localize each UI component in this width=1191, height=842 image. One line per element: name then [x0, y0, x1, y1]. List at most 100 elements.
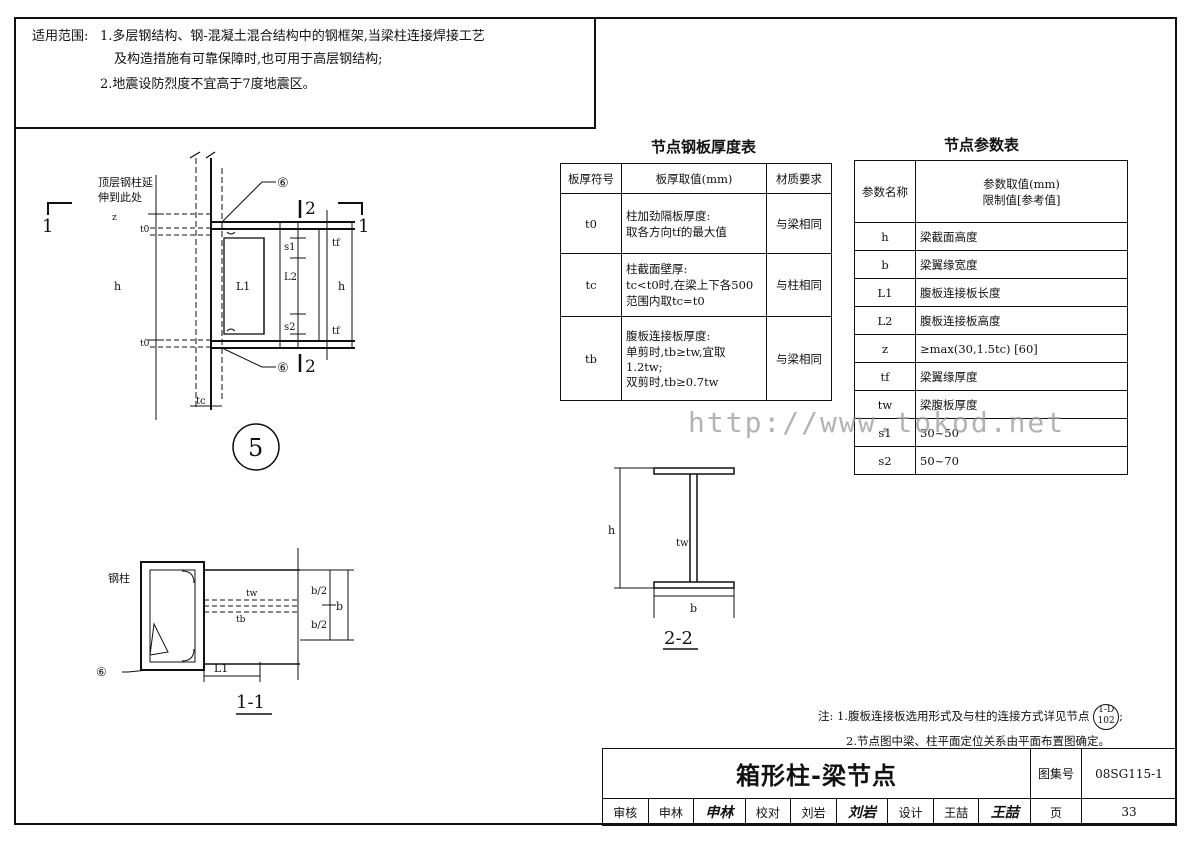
param-header-name: 参数名称	[854, 160, 916, 223]
page-label: 页	[1030, 798, 1082, 826]
plate-material: 与梁相同	[766, 316, 832, 401]
section-2-2	[614, 467, 735, 650]
d5-label-t0-bottom: t0	[140, 339, 150, 349]
scope-line-1: 1.多层钢结构、钢-混凝土混合结构中的钢框架,当梁柱连接焊接工艺	[100, 29, 485, 44]
plate-material: 与柱相同	[766, 253, 832, 317]
reviewer-signature: 申林	[693, 798, 746, 826]
checker-signature: 刘岩	[835, 798, 889, 826]
d5-label-L2: L2	[284, 272, 297, 283]
s11-label-L1: L1	[214, 662, 228, 675]
d5-cut2-top: 2	[305, 199, 316, 219]
plate-thickness-table: 板厚符号 板厚取值(mm) 材质要求 t0 柱加劲隔板厚度: 取各方向tf的最大…	[560, 163, 832, 401]
d5-label-t0-top: t0	[140, 225, 150, 235]
scope-line-3: 2.地震设防烈度不宜高于7度地震区。	[100, 77, 316, 92]
d5-label-z: z	[112, 213, 117, 223]
param-value: 梁截面高度	[915, 222, 1128, 251]
checker-name: 刘岩	[790, 798, 837, 826]
note-1-text: 1.腹板连接板选用形式及与柱的连接方式详见节点	[837, 709, 1090, 723]
d5-label-tf-top: tf	[332, 238, 341, 249]
s11-label-tw: tw	[246, 589, 258, 599]
s11-label-tb: tb	[236, 615, 246, 625]
plate-value-line: 取各方向tf的最大值	[626, 224, 727, 239]
drawing-title: 箱形柱-梁节点	[602, 748, 1031, 799]
param-name: s2	[854, 446, 916, 475]
title-block: 箱形柱-梁节点 图集号 08SG115-1 审核 申林 申林 校对 刘岩 刘岩 …	[602, 748, 1177, 826]
d5-mark-left: 1	[42, 216, 53, 237]
s22-label-tw: tw	[676, 538, 689, 549]
d5-label-s2: s2	[284, 322, 296, 333]
plate-value-line: 双剪时,tb≥0.7tw	[626, 374, 719, 389]
review-label: 审核	[602, 798, 649, 826]
s11-title: 1-1	[236, 692, 265, 713]
param-table-title: 节点参数表	[944, 136, 1020, 154]
plate-value-line: tc<t0时,在梁上下各500	[626, 278, 754, 292]
note-1-end: ;	[1119, 709, 1124, 723]
page-number: 33	[1081, 798, 1177, 826]
param-header-value: 参数取值(mm) 限制值[参考值]	[915, 160, 1128, 223]
plate-value-line: 1.2tw;	[626, 359, 663, 374]
param-value: 腹板连接板高度	[915, 306, 1128, 335]
s11-label-b: b	[336, 600, 343, 613]
atlas-number: 08SG115-1	[1081, 748, 1177, 799]
detail-5-elevation	[47, 151, 363, 471]
plate-value-line: 范围内取tc=t0	[626, 294, 705, 308]
param-value: 50~70	[915, 446, 1128, 475]
design-label: 设计	[887, 798, 934, 826]
d5-cut2-bottom: 2	[305, 357, 316, 377]
watermark-text: http://www.tokod.net	[688, 406, 1066, 439]
s11-column-label: 钢柱	[108, 571, 130, 585]
detail-ref-top: 1-D	[1098, 705, 1115, 715]
plate-value-line: 腹板连接板厚度:	[626, 328, 711, 343]
plate-symbol: tb	[560, 316, 622, 401]
d5-weld-top: ⑥	[277, 176, 289, 191]
plate-value: 柱加劲隔板厚度: 取各方向tf的最大值	[621, 193, 767, 254]
d5-label-s1: s1	[284, 242, 296, 253]
s11-label-b2-top: b/2	[311, 586, 327, 597]
param-value: 梁腹板厚度	[915, 390, 1128, 419]
scope-label: 适用范围:	[32, 29, 89, 44]
d5-mark-right: 1	[358, 216, 369, 237]
d5-label-tc: tc	[196, 396, 206, 407]
d5-node-number: 5	[248, 434, 263, 462]
d5-note-1: 顶层钢柱延	[98, 175, 153, 189]
designer-name: 王喆	[932, 798, 980, 826]
check-label: 校对	[744, 798, 792, 826]
param-name: tf	[854, 362, 916, 391]
plate-value-line: 单剪时,tb≥tw,宜取	[626, 344, 726, 359]
d5-label-h-left: h	[114, 280, 121, 293]
param-header-value-1: 参数取值(mm)	[983, 176, 1060, 191]
plate-value: 腹板连接板厚度: 单剪时,tb≥tw,宜取 1.2tw; 双剪时,tb≥0.7t…	[621, 316, 767, 401]
designer-signature: 王喆	[978, 798, 1031, 826]
detail-ref-bottom: 102	[1097, 716, 1115, 726]
s22-label-b: b	[690, 602, 697, 615]
plate-value-line: 柱截面壁厚:	[626, 262, 688, 276]
s22-label-h: h	[608, 524, 615, 537]
section-1-1	[122, 548, 354, 715]
d5-label-tf-bottom: tf	[332, 326, 341, 337]
d5-label-L1: L1	[236, 280, 250, 293]
reviewer-name: 申林	[647, 798, 695, 826]
d5-note-2: 伸到此处	[98, 191, 142, 204]
s11-label-b2-bottom: b/2	[311, 620, 327, 631]
s11-weld: ⑥	[96, 665, 107, 679]
d5-weld-bottom: ⑥	[277, 361, 289, 376]
notes-prefix: 注:	[818, 709, 834, 723]
scope-box: 适用范围: 1.多层钢结构、钢-混凝土混合结构中的钢框架,当梁柱连接焊接工艺 及…	[14, 17, 596, 129]
table-row: tb 腹板连接板厚度: 单剪时,tb≥tw,宜取 1.2tw; 双剪时,tb≥0…	[560, 316, 832, 401]
plate-value-line: 柱加劲隔板厚度:	[626, 208, 711, 223]
param-value: 梁翼缘宽度	[915, 250, 1128, 279]
table-row: t0 柱加劲隔板厚度: 取各方向tf的最大值 与梁相同	[560, 193, 832, 254]
table-row: tc 柱截面壁厚: tc<t0时,在梁上下各500 范围内取tc=t0 与柱相同	[560, 253, 832, 317]
param-value: 30~50	[915, 418, 1128, 447]
s22-title: 2-2	[664, 628, 693, 649]
plate-material: 与梁相同	[766, 193, 832, 254]
note-2-text: 2.节点图中梁、柱平面定位关系由平面布置图确定。	[846, 734, 1110, 748]
scope-line-2: 及构造措施有可靠保障时,也可用于高层钢结构;	[114, 52, 383, 67]
